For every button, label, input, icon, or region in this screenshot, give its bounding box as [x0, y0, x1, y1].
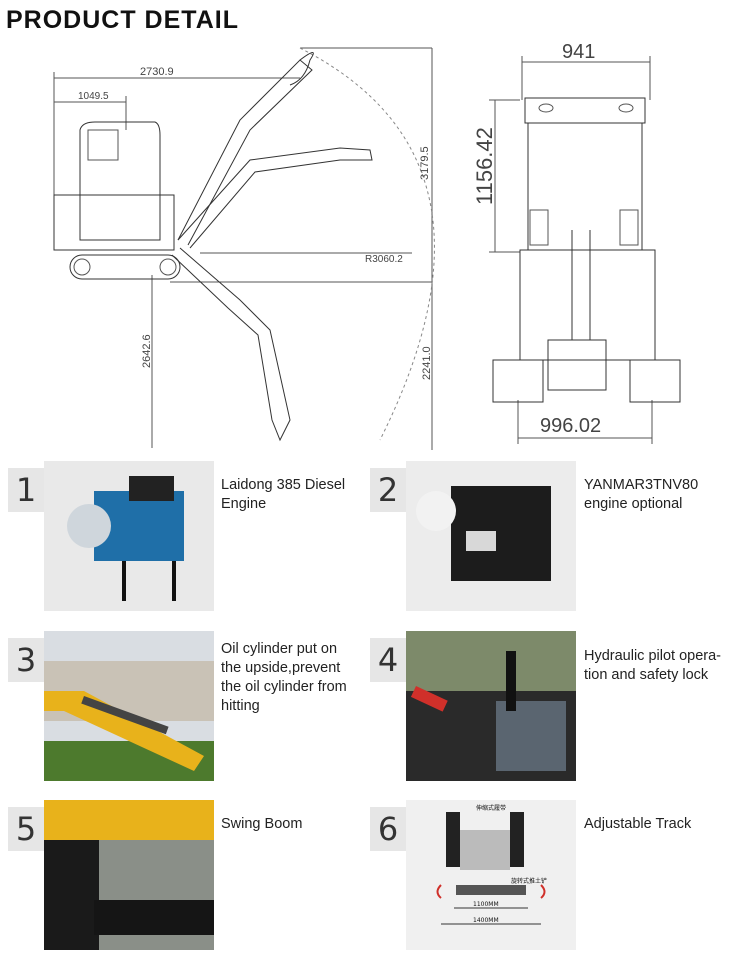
dim-cab-length: 1049.5: [78, 91, 109, 102]
feature-text-5: Swing Boom: [221, 816, 303, 832]
adjustable-track-diagram-photo: 伸缩式履带 旋转式推土铲 1100MM 1400MM: [406, 800, 576, 950]
track-inner-width: 1100MM: [473, 901, 499, 908]
dozer-blade-track-photo: [44, 800, 214, 950]
dim-dig-depth-left: 2642.6: [141, 334, 153, 368]
feature-text-1: Laidong 385 Diesel Engine: [221, 477, 346, 512]
yellow-boom-cylinder-photo: [44, 631, 214, 781]
feature-text-4: Hydraulic pilot opera- tion and safety l…: [584, 648, 722, 683]
feature-number-3: 3: [8, 638, 44, 682]
dim-top-width: 941: [562, 41, 595, 63]
feature-text-2: YANMAR3TNV80 engine optional: [584, 477, 699, 512]
dim-overall-length: 2730.9: [140, 66, 174, 78]
dim-swing-radius: R3060.2: [365, 254, 403, 265]
technical-drawing: 2730.9 1049.5 3179.5 R3060.2 2642.6 2241…: [53, 41, 681, 450]
blue-diesel-engine-photo: [44, 461, 214, 611]
track-label-bottom: 旋转式推土铲: [511, 877, 547, 885]
track-outer-width: 1400MM: [473, 917, 499, 924]
feature-text-3: Oil cylinder put on the upside,prevent t…: [221, 641, 347, 714]
feature-number-6: 6: [370, 807, 406, 851]
dim-max-height: 3179.5: [419, 146, 431, 180]
page-title: PRODUCT DETAIL: [6, 6, 239, 34]
feature-number-5: 5: [8, 807, 44, 851]
feature-text-6: Adjustable Track: [584, 816, 692, 832]
feature-number-2: 2: [370, 468, 406, 512]
cab-controls-photo: [406, 631, 576, 781]
dim-front-height: 1156.42: [472, 127, 497, 205]
dim-track-width: 996.02: [540, 415, 601, 437]
black-yanmar-engine-photo: [406, 461, 576, 611]
track-label-top: 伸缩式履带: [476, 804, 506, 812]
dim-dig-depth-right: 2241.0: [421, 346, 433, 380]
feature-number-4: 4: [370, 638, 406, 682]
feature-number-1: 1: [8, 468, 44, 512]
